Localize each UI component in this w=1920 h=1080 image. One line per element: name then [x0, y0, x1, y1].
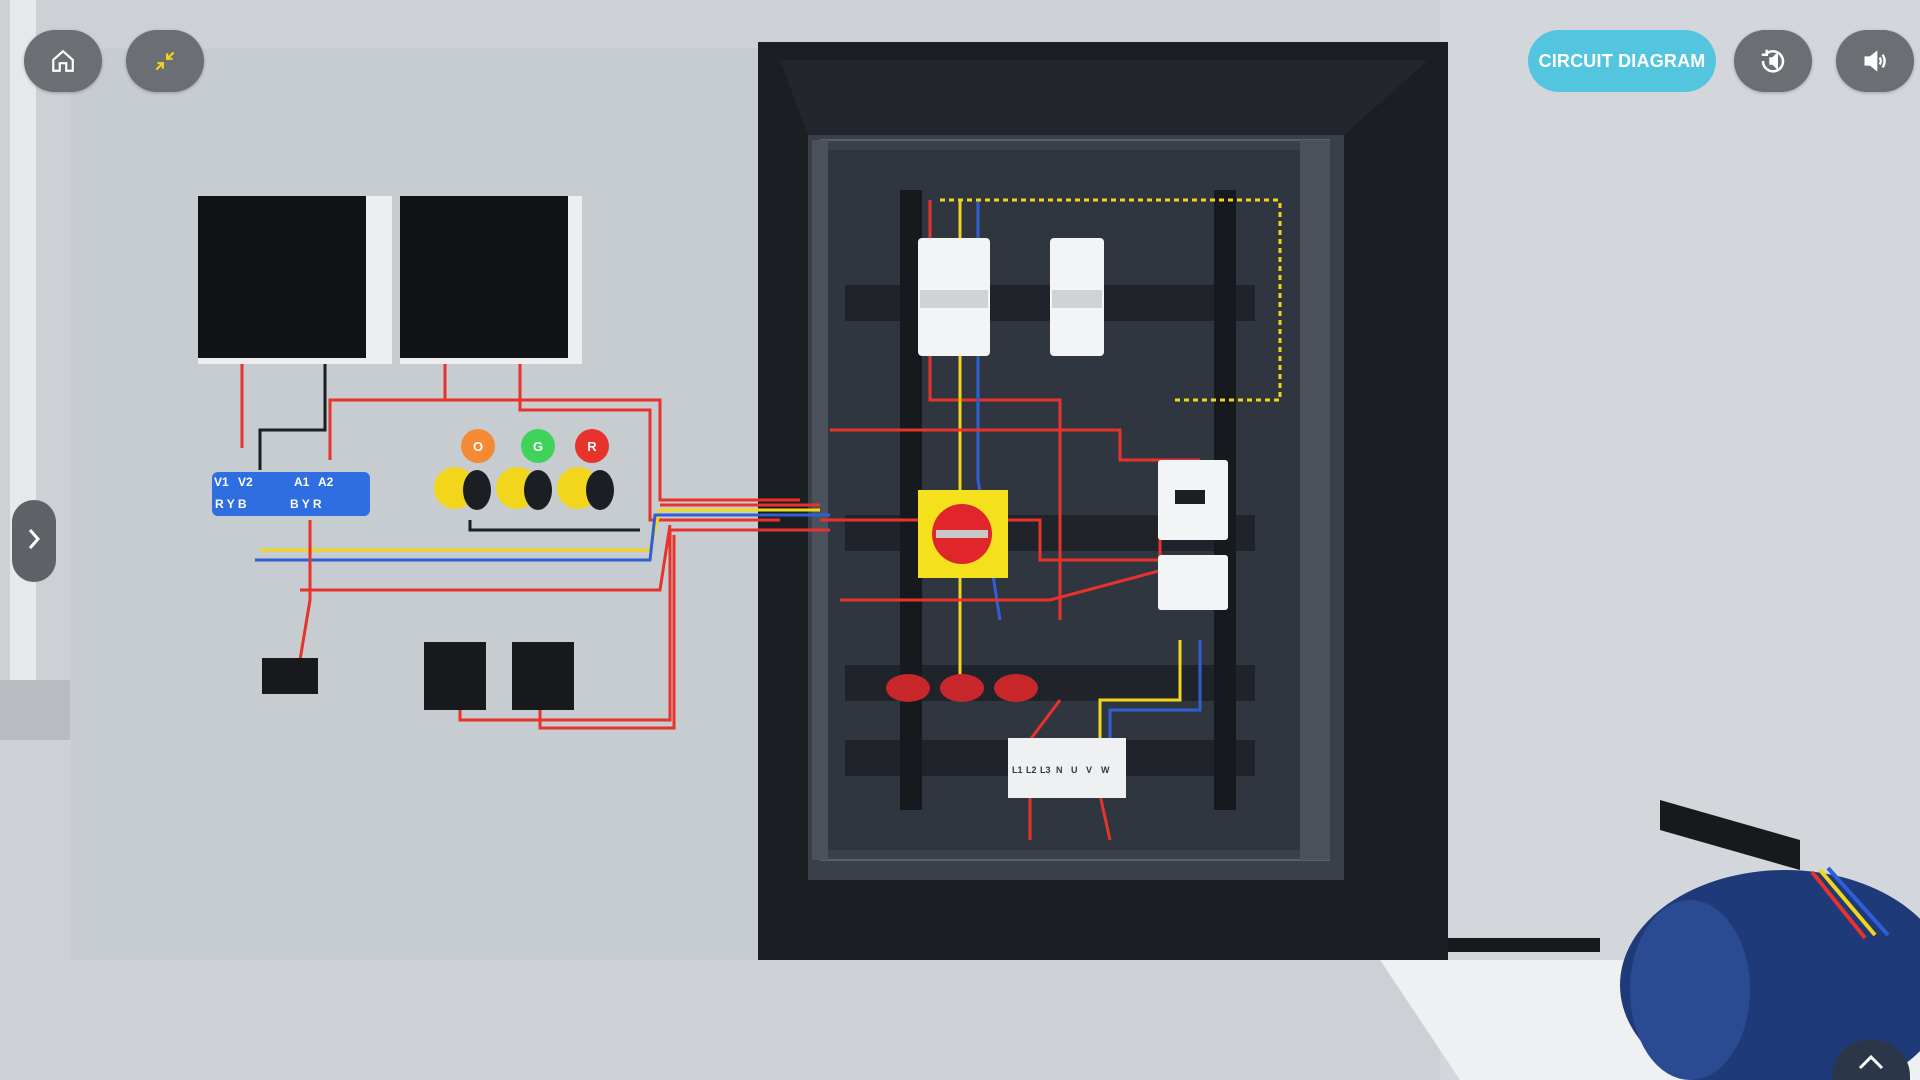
contactor: [1158, 460, 1228, 540]
enclosure: [758, 42, 1448, 960]
lamp-label-red: R: [587, 439, 597, 454]
expand-side-panel-button[interactable]: [12, 500, 56, 582]
replay-audio-button[interactable]: [1734, 30, 1812, 92]
door-relay-small: [262, 658, 318, 694]
meter-right: [400, 196, 582, 364]
scroll-up-button[interactable]: [1832, 1040, 1910, 1080]
replay-audio-icon: [1758, 46, 1788, 76]
home-button[interactable]: [24, 30, 102, 92]
strip-label-l2: L2: [1026, 765, 1037, 775]
circuit-breaker-3p: [918, 238, 990, 356]
terminal-strip: [1008, 738, 1126, 798]
strip-label-w: W: [1101, 765, 1110, 775]
terminal-label-a2: A2: [318, 475, 334, 489]
terminal-label-v2: V2: [238, 475, 253, 489]
door-relays: [424, 642, 574, 710]
lamp-label-orange: O: [473, 439, 483, 454]
chevron-up-icon: [1856, 1052, 1886, 1075]
strip-label-v: V: [1086, 765, 1092, 775]
strip-label-l3: L3: [1040, 765, 1051, 775]
strip-label-u: U: [1071, 765, 1078, 775]
lamp-label-green: G: [533, 439, 543, 454]
strip-label-l1: L1: [1012, 765, 1023, 775]
chevron-right-icon: [25, 526, 43, 557]
minimize-icon: [152, 48, 178, 74]
meter-left: [198, 196, 392, 364]
volume-icon: [1861, 47, 1889, 75]
terminal-label-row-left: R Y B: [215, 497, 247, 511]
circuit-diagram-button[interactable]: CIRCUIT DIAGRAM: [1528, 30, 1716, 92]
minimize-button[interactable]: [126, 30, 204, 92]
motor: [1448, 800, 1920, 1080]
strip-label-n: N: [1056, 765, 1063, 775]
terminal-label-row-right: B Y R: [290, 497, 322, 511]
circuit-breaker-1p: [1050, 238, 1104, 356]
push-buttons: [434, 467, 614, 510]
home-icon: [50, 48, 76, 74]
indicator-lamps: [461, 429, 609, 463]
terminal-label-v1: V1: [214, 475, 229, 489]
panel-door: [70, 48, 758, 960]
volume-button[interactable]: [1836, 30, 1914, 92]
overload-relay: [1158, 555, 1228, 610]
main-isolator-switch: [918, 490, 1008, 578]
terminal-label-a1: A1: [294, 475, 310, 489]
voltmeter-ammeter-selector: [212, 472, 370, 516]
current-transformers: [886, 674, 1038, 702]
